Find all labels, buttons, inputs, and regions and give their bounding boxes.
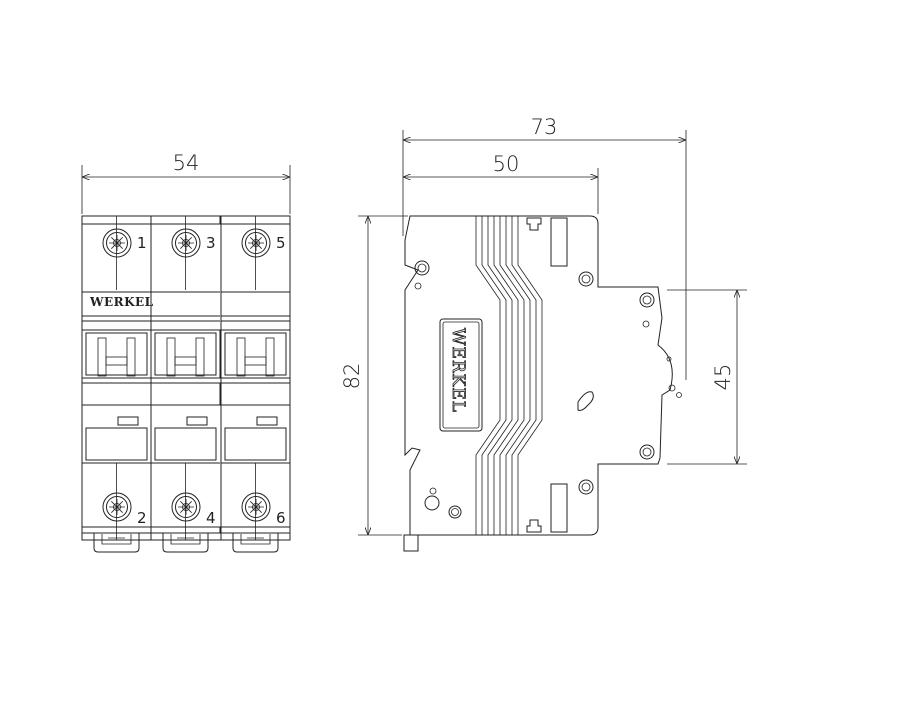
svg-text:50: 50 bbox=[493, 152, 520, 176]
svg-text:82: 82 bbox=[340, 363, 364, 390]
dimension-depth-body: 50 bbox=[403, 152, 599, 214]
svg-text:73: 73 bbox=[531, 115, 558, 139]
screw-terminal-icon bbox=[171, 228, 201, 258]
screw-terminal-icon bbox=[171, 492, 201, 522]
terminal-label: 2 bbox=[137, 509, 147, 527]
side-view: WERKEL bbox=[403, 215, 682, 552]
screw-terminal-icon bbox=[241, 228, 271, 258]
terminal-label: 4 bbox=[206, 509, 216, 527]
svg-text:45: 45 bbox=[711, 364, 735, 391]
svg-text:54: 54 bbox=[173, 151, 200, 175]
brand-label-side: WERKEL bbox=[448, 328, 468, 413]
dimension-rail: 45 bbox=[667, 289, 747, 465]
dimension-height: 82 bbox=[340, 215, 408, 536]
front-view: 1 3 5 2 4 6 WERKEL bbox=[81, 215, 291, 553]
dimension-width: 54 bbox=[81, 151, 291, 214]
brand-label: WERKEL bbox=[89, 295, 154, 309]
screw-terminal-icon bbox=[102, 492, 132, 522]
screw-terminal-icon bbox=[241, 492, 271, 522]
terminal-label: 5 bbox=[276, 234, 286, 252]
dimension-depth-total: 73 bbox=[402, 115, 687, 380]
terminal-label: 6 bbox=[276, 509, 286, 527]
terminal-label: 3 bbox=[206, 234, 216, 252]
terminal-label: 1 bbox=[137, 234, 147, 252]
screw-terminal-icon bbox=[102, 228, 132, 258]
